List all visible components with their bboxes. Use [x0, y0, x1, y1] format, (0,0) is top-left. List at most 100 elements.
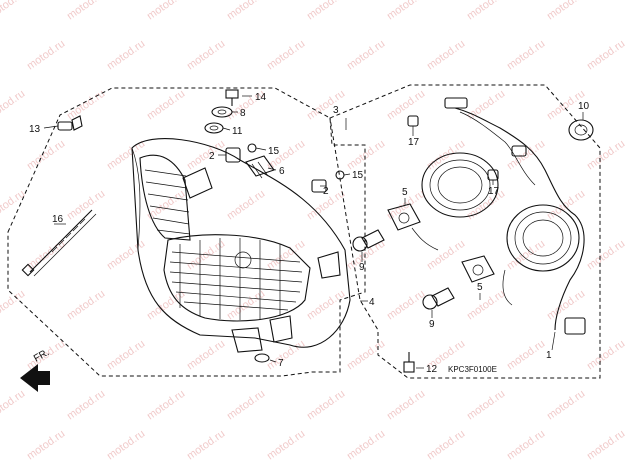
headlight-bulb-9-upper [352, 229, 385, 252]
headlight-unit-boundary [329, 84, 601, 379]
watermark-text: motod.ru [305, 88, 347, 123]
watermark-text: motod.ru [105, 38, 147, 73]
watermark-text: motod.ru [65, 188, 107, 223]
watermark-text: motod.ru [345, 428, 387, 463]
watermark-text: motod.ru [105, 338, 147, 373]
watermark-text: motod.ru [0, 388, 27, 423]
watermark-text: motod.ru [265, 238, 307, 273]
headlight-housing [131, 138, 351, 353]
watermark-text: motod.ru [465, 0, 507, 22]
callout-13: 13 [29, 124, 41, 135]
callout-4: 4 [369, 297, 375, 308]
callout-2-upper: 2 [209, 151, 215, 162]
callout-2-lower: 2 [323, 186, 329, 197]
callout-11: 11 [232, 126, 243, 137]
watermark-text: motod.ru [145, 0, 187, 22]
callout-14: 14 [255, 92, 267, 103]
watermark-text: motod.ru [65, 388, 107, 423]
grommet-10 [568, 119, 594, 141]
grommet-7 [254, 353, 270, 363]
watermark-text: motod.ru [185, 38, 227, 73]
watermark-text: motod.ru [465, 288, 507, 323]
screw-12 [403, 352, 415, 373]
callout-10: 10 [578, 101, 590, 112]
watermark-text: motod.ru [425, 238, 467, 273]
watermark-text: motod.ru [265, 428, 307, 463]
callout-8: 8 [240, 108, 246, 119]
watermark-text: motod.ru [225, 288, 267, 323]
watermark-text: motod.ru [385, 388, 427, 423]
callout-17-upper: 17 [408, 137, 420, 148]
callout-7: 7 [278, 358, 284, 369]
watermark-text: motod.ru [185, 428, 227, 463]
headlight-reflector-upper [421, 152, 499, 218]
watermark-text: motod.ru [545, 0, 587, 22]
callout-17-lower: 17 [488, 186, 500, 197]
watermark-text: motod.ru [185, 338, 227, 373]
watermark-text: motod.ru [585, 138, 625, 173]
rubber-6 [245, 155, 275, 179]
wire-harness-1 [444, 97, 586, 335]
watermark-text: motod.ru [465, 188, 507, 223]
watermark-text: motod.ru [385, 0, 427, 22]
watermark-text: motod.ru [585, 428, 625, 463]
callout-3: 3 [333, 105, 339, 116]
watermark-text: motod.ru [225, 188, 267, 223]
watermark-text: motod.ru [145, 388, 187, 423]
watermark-text: motod.ru [0, 288, 27, 323]
watermark-text: motod.ru [505, 428, 547, 463]
watermark-text: motod.ru [505, 38, 547, 73]
watermark-text: motod.ru [345, 138, 387, 173]
adjusting-screw-16 [21, 209, 97, 277]
bulb-socket-5-lower [461, 255, 495, 283]
watermark-text: motod.ru [25, 38, 67, 73]
callout-12: 12 [426, 364, 438, 375]
watermark-text: motod.ru [305, 0, 347, 22]
watermark-text: motod.ru [65, 288, 107, 323]
watermark-text: motod.ru [345, 38, 387, 73]
callout-15-upper: 15 [268, 146, 280, 157]
watermark-text: motod.ru [225, 0, 267, 22]
watermark-text: motod.ru [305, 388, 347, 423]
watermark-text: motod.ru [65, 0, 107, 22]
leader-lines [43, 95, 584, 369]
watermark-text: motod.ru [185, 238, 227, 273]
watermark-text: motod.ru [585, 238, 625, 273]
watermark-text: motod.ru [345, 238, 387, 273]
watermark-text: motod.ru [545, 188, 587, 223]
headlight-assembly-boundary [7, 87, 366, 377]
watermark-text: motod.ru [65, 88, 107, 123]
watermark-text: motod.ru [265, 338, 307, 373]
watermark-text: motod.ru [25, 138, 67, 173]
watermark-text: motod.ru [385, 288, 427, 323]
callout-5-lower: 5 [477, 282, 483, 293]
watermark-text: motod.ru [345, 338, 387, 373]
watermark-text: motod.ru [145, 88, 187, 123]
diagram-code: KPC3F0100E [448, 365, 497, 374]
headlight-reflector-lower [506, 204, 580, 272]
callout-16: 16 [52, 214, 64, 225]
callout-1: 1 [546, 350, 552, 361]
callout-9-upper: 9 [359, 262, 365, 273]
callout-5-upper: 5 [402, 187, 408, 198]
watermark-text: motod.ru [425, 38, 467, 73]
callout-6: 6 [279, 166, 285, 177]
watermark-text: motod.ru [505, 338, 547, 373]
screw-15-upper [247, 143, 257, 153]
front-direction-arrow-icon [20, 364, 50, 392]
bulb-socket-5-upper [387, 203, 439, 251]
watermark-text: motod.ru [425, 428, 467, 463]
watermark-text: motod.ru [25, 428, 67, 463]
watermark-text: motod.ru [0, 0, 27, 22]
watermark-text: motod.ru [545, 388, 587, 423]
watermark-text: motod.ru [585, 38, 625, 73]
callout-15-lower: 15 [352, 170, 364, 181]
watermark-text: motod.ru [585, 338, 625, 373]
callout-9-lower: 9 [429, 319, 435, 330]
callout-labels: 13 14 8 11 2 15 6 2 15 3 4 7 12 16 5 5 9… [29, 92, 590, 375]
watermark-text: motod.ru [105, 428, 147, 463]
watermark-text: motod.ru [225, 388, 267, 423]
bolt-14 [225, 89, 239, 106]
watermark-text: motod.ru [545, 288, 587, 323]
